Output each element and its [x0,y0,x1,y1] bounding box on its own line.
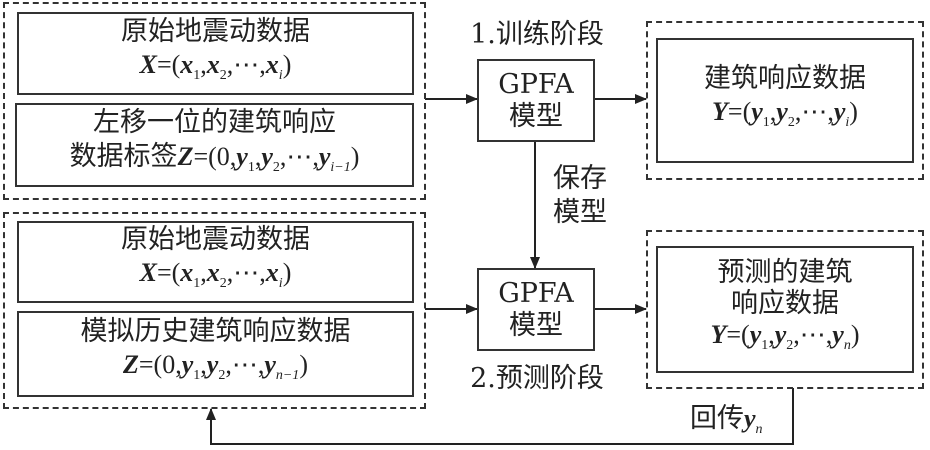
model-label: 模型 [509,100,563,132]
prediction-output-group [646,230,924,389]
training-seismic-data-box: 原始地震动数据 X=(x1,x2,⋯,xi) [17,12,414,95]
box-title-line1: 预测的建筑 [717,256,853,288]
equation-x: X=(x1,x2,⋯,xi) [139,49,292,84]
equation-z: Z=(0,y1,y2,⋯,yn−1) [123,350,308,384]
feedback-label: 回传yn [690,403,763,438]
save-model-label: 保存 模型 [553,163,607,228]
box-title: 原始地震动数据 [121,15,310,47]
training-gpfa-model-box: GPFA 模型 [477,59,595,142]
box-title-line1: 左移一位的建筑响应 [93,106,336,138]
box-title: 建筑响应数据 [704,62,866,94]
box-title: 模拟历史建筑响应数据 [80,316,351,348]
equation-y: Y=(y1,y2,⋯,yn) [710,319,860,354]
simulated-history-response-box: 模拟历史建筑响应数据 Z=(0,y1,y2,⋯,yn−1) [17,311,414,397]
box-title-line2: 数据标签Z=(0,y1,y2,⋯,yi−1) [69,140,360,176]
box-title: 原始地震动数据 [121,224,310,256]
model-name: GPFA [498,68,574,100]
building-response-box: 建筑响应数据 Y=(y1,y2,⋯,yi) [656,38,914,163]
prediction-input-group [3,212,426,409]
model-name: GPFA [498,277,574,309]
equation-y: Y=(y1,y2,⋯,yi) [712,96,858,131]
box-title-line2: 响应数据 [731,287,839,319]
training-input-group [3,2,426,200]
feedback-arrow [206,388,794,445]
prediction-seismic-data-box: 原始地震动数据 X=(x1,x2,⋯,xi) [17,221,414,303]
model-label: 模型 [509,309,563,341]
prediction-gpfa-model-box: GPFA 模型 [477,268,595,351]
prediction-stage-label: 2.预测阶段 [470,363,604,394]
predicted-response-box: 预测的建筑 响应数据 Y=(y1,y2,⋯,yn) [656,246,914,373]
training-output-group [646,21,924,180]
training-shifted-label-box: 左移一位的建筑响应 数据标签Z=(0,y1,y2,⋯,yi−1) [15,103,414,187]
equation-x: X=(x1,x2,⋯,xi) [139,258,292,292]
training-stage-label: 1.训练阶段 [470,19,604,50]
